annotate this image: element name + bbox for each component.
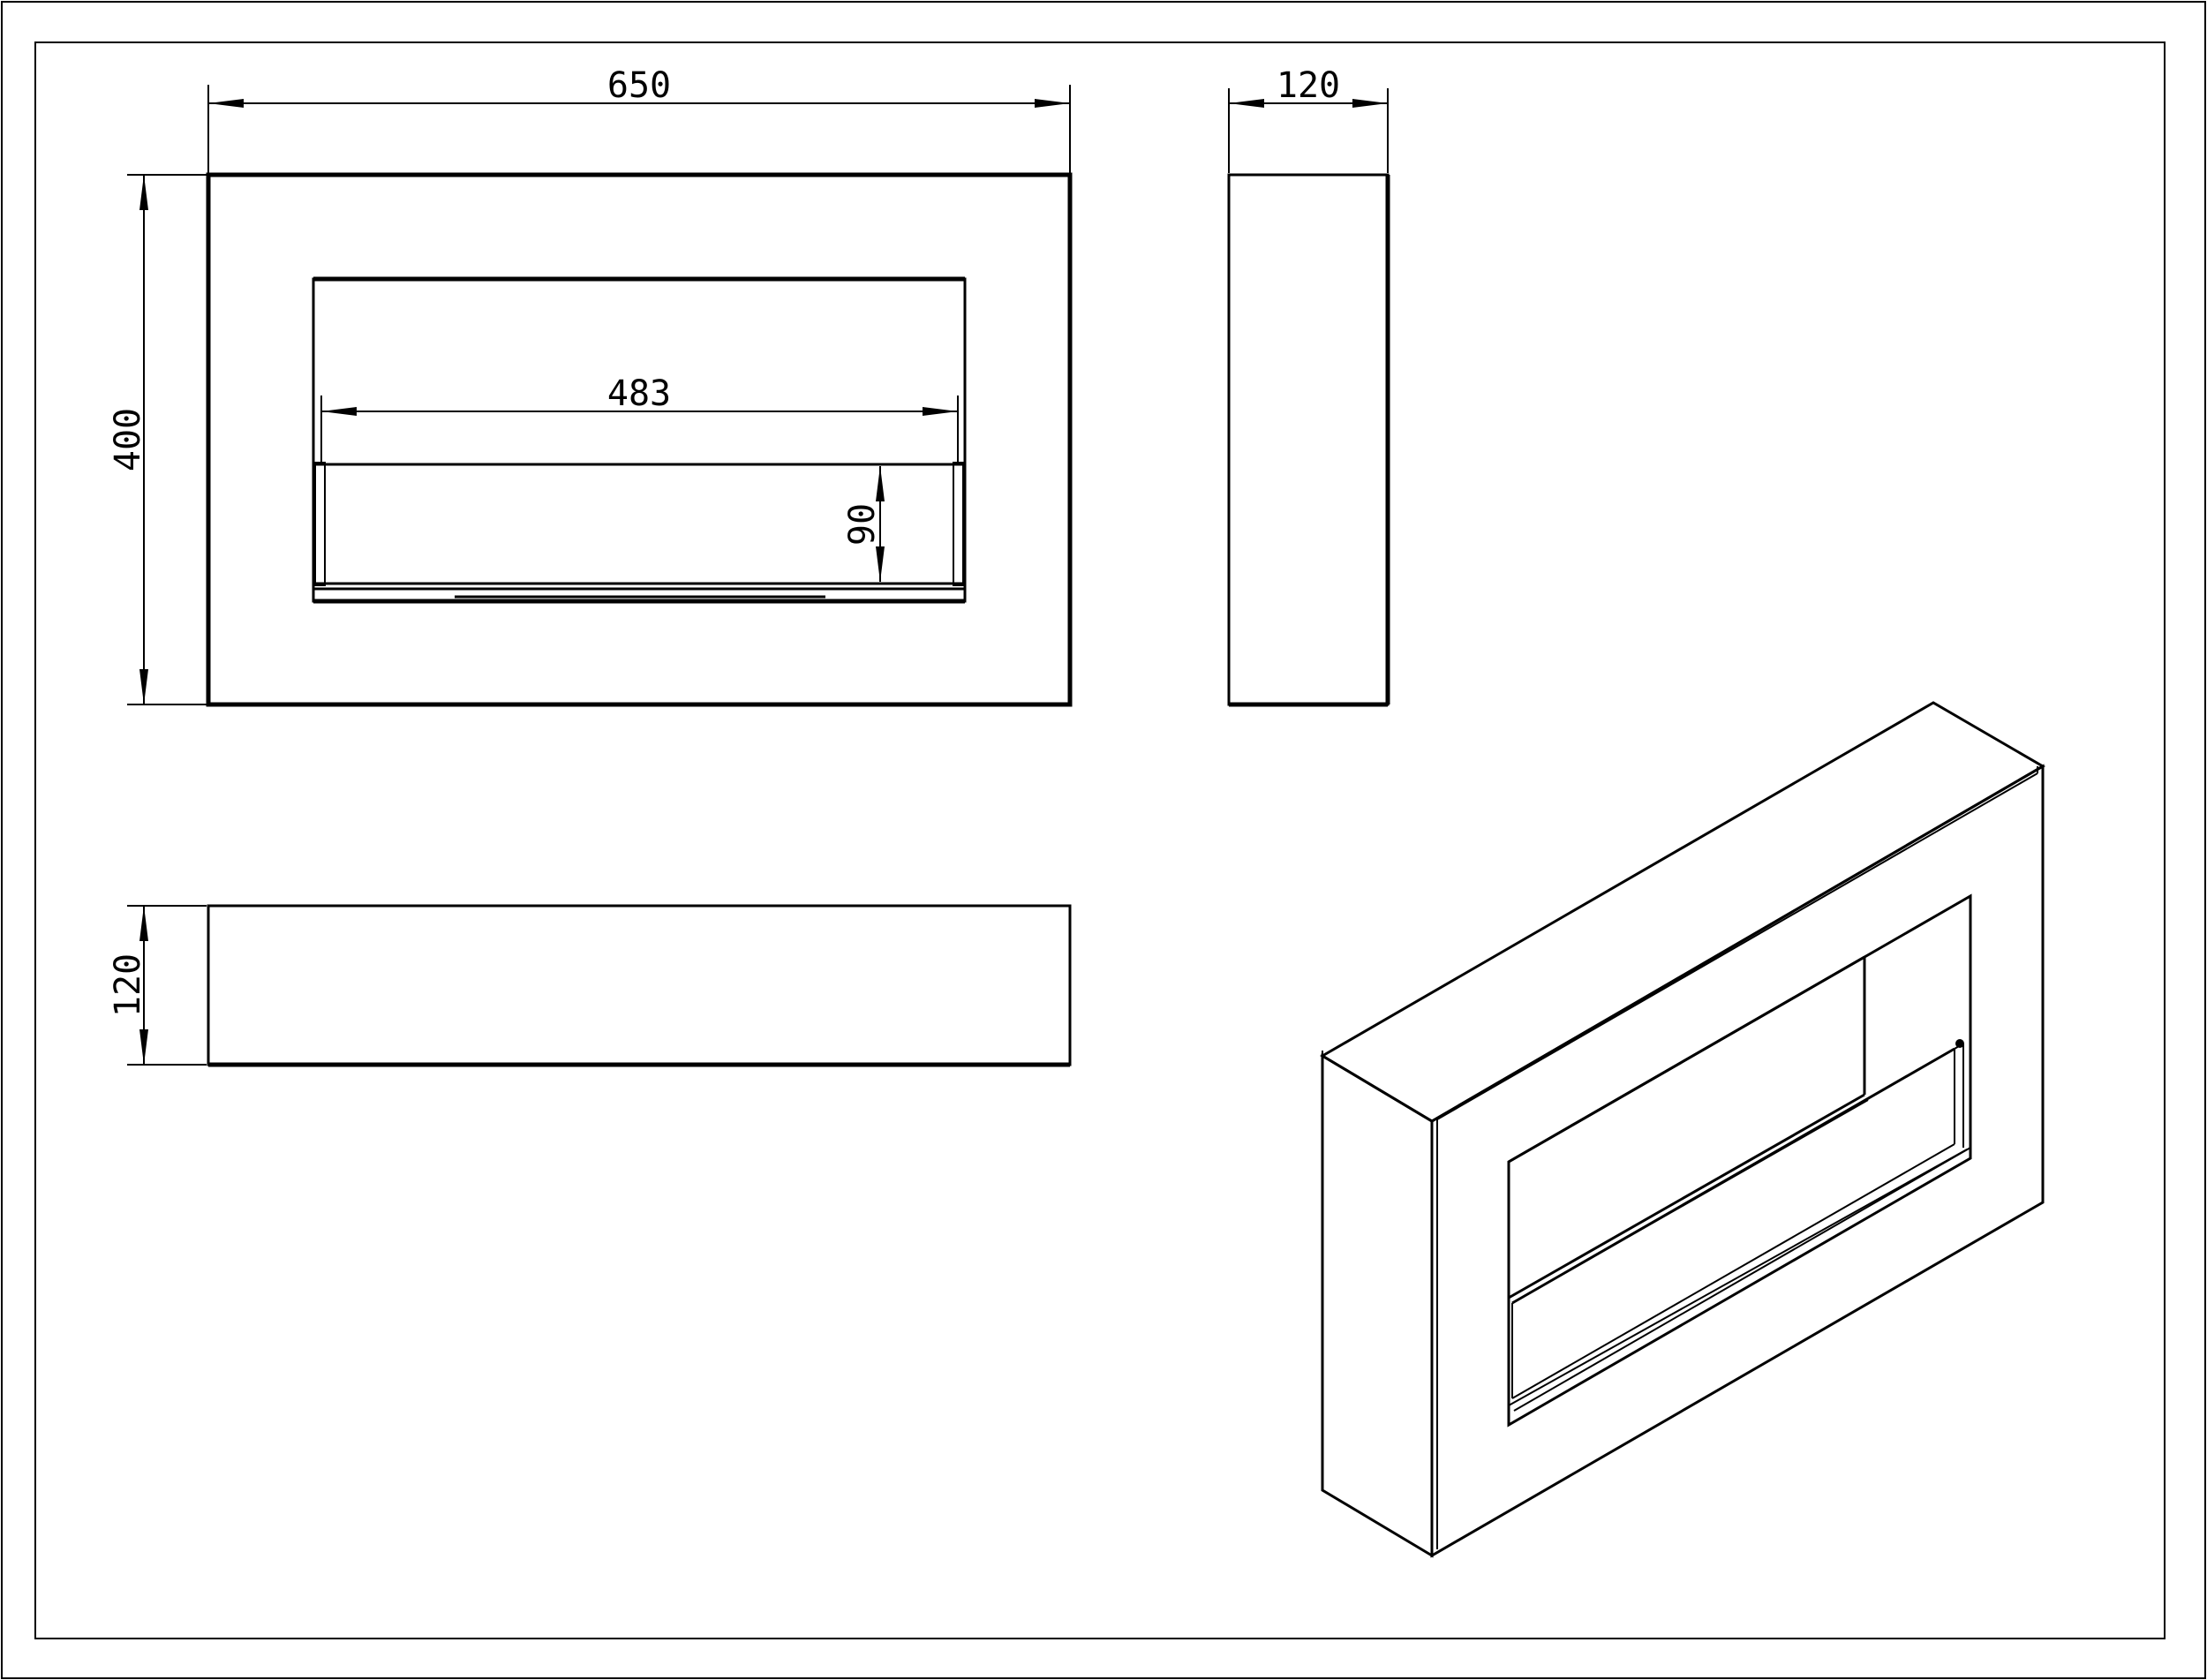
top-outline [207,904,1072,1066]
iso-front-face [1430,764,2045,1558]
dim-label-483: 483 [607,373,671,414]
inner-drawing-border [34,41,2166,1639]
top-view: 120 [108,904,1072,1067]
side-view: 120 [1227,65,1390,707]
dim-label-side-120: 120 [1277,65,1340,106]
dim-label-400: 400 [108,408,148,471]
iso-top-face [1320,701,2045,1123]
iso-opening [1507,893,1972,1428]
front-opening [312,277,967,603]
isometric-view [1320,701,2045,1558]
dim-label-top-120: 120 [108,953,148,1017]
side-outline [1227,173,1390,706]
iso-burner-knob [1955,1039,1964,1048]
iso-side-face [1321,1053,1434,1558]
front-outer-frame [206,172,1073,707]
dim-label-650: 650 [607,65,671,106]
dim-label-90: 90 [842,503,883,546]
front-view: 650 400 483 90 [108,65,1073,707]
